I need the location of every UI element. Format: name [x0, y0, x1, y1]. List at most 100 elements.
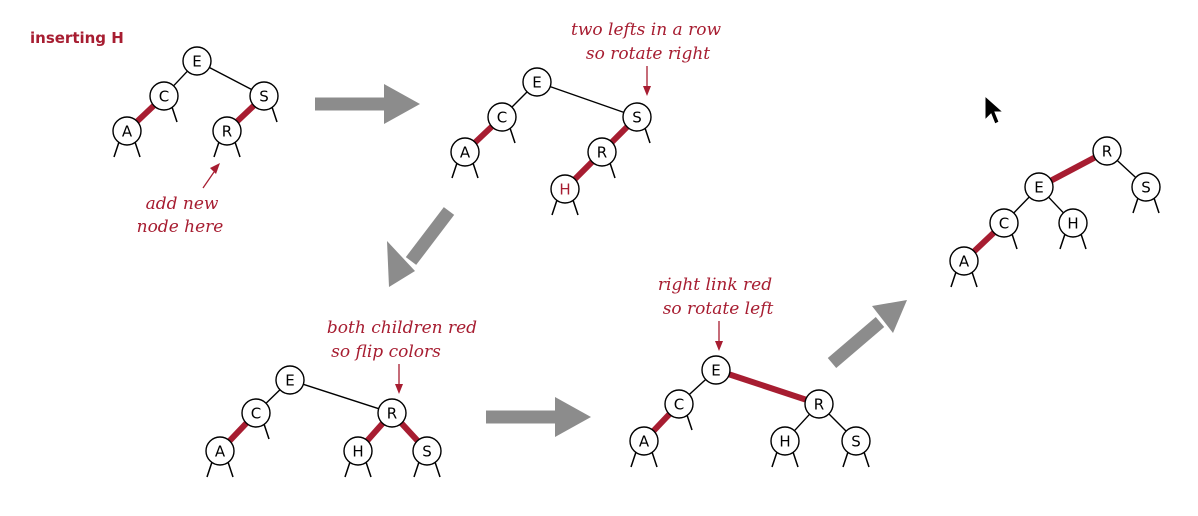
null-link-s-right [1153, 198, 1160, 214]
node-label: A [215, 443, 226, 461]
tree-node-e: E [701, 355, 731, 385]
tree-node-s: S [249, 81, 279, 111]
null-link-h-right [1080, 234, 1087, 250]
tree-node-c: C [664, 389, 694, 419]
null-link-s-left [413, 462, 420, 478]
link-e-c-black [265, 389, 281, 404]
node-label: A [639, 433, 650, 451]
node-circle [1024, 172, 1054, 202]
node-label: S [422, 443, 432, 461]
node-circle [629, 426, 659, 456]
link-r-h-black [793, 413, 811, 432]
flow-arrow-4-to-5 [827, 300, 907, 368]
tree-node-r: R [212, 116, 242, 146]
node-label: R [1102, 143, 1112, 161]
node-circle [212, 116, 242, 146]
null-link-r-right [234, 142, 241, 158]
link-e-h-black [1048, 196, 1064, 214]
node-label: S [632, 109, 642, 127]
node-circle [622, 102, 652, 132]
note-rotate-left-line-2: so rotate left [663, 299, 774, 319]
node-circle [701, 355, 731, 385]
node-circle [1058, 208, 1088, 238]
node-circle [804, 389, 834, 419]
null-link-a-right [651, 452, 658, 468]
null-link-a-right [971, 272, 978, 288]
null-link-a-left [451, 163, 458, 179]
node-label: H [779, 433, 790, 451]
null-link-h-left [1059, 234, 1066, 250]
tree-node-r: R [1092, 136, 1122, 166]
node-label: A [122, 123, 133, 141]
node-circle [249, 81, 279, 111]
tree-node-e: E [522, 67, 552, 97]
null-link-c-right [263, 424, 270, 440]
tree-node-s: S [412, 436, 442, 466]
note-rotate-left: right link red so rotate left [658, 275, 774, 351]
node-label: E [711, 362, 720, 380]
null-link-r-right [609, 163, 616, 179]
tree-node-a: A [949, 246, 979, 276]
node-circle [587, 137, 617, 167]
tree-node-s: S [841, 426, 871, 456]
node-circle [522, 67, 552, 97]
node-circle [412, 436, 442, 466]
null-link-s-right [863, 452, 870, 468]
node-label: E [532, 74, 541, 92]
flow-arrow-1-to-2 [315, 84, 420, 124]
null-link-a-right [472, 163, 479, 179]
link-e-s-black [549, 85, 625, 114]
tree-node-c: C [989, 208, 1019, 238]
null-link-h-right [792, 452, 799, 468]
node-circle [487, 102, 517, 132]
null-link-h-right [572, 200, 579, 216]
node-label: E [192, 53, 201, 71]
null-link-s-right [644, 128, 651, 144]
link-c-a-red [473, 124, 494, 145]
link-c-a-red [972, 230, 996, 254]
null-link-r-left [213, 142, 220, 158]
node-label: E [1034, 179, 1043, 197]
null-link-a-left [950, 272, 957, 288]
node-label: S [259, 88, 269, 106]
note-add-node: add new node here [137, 163, 223, 237]
tree-node-e: E [182, 46, 212, 76]
null-link-h-left [771, 452, 778, 468]
note-flip-colors: both children red so flip colors [327, 318, 477, 394]
tree-node-e: E [275, 365, 305, 395]
tree-node-c: C [149, 81, 179, 111]
link-s-r-red [235, 103, 256, 124]
tree-stage-1: EC S A R [112, 46, 279, 158]
null-link-c-right [509, 128, 516, 144]
tree-node-h: H [1058, 208, 1088, 238]
tree-node-a: A [112, 116, 142, 146]
null-link-a-right [134, 142, 141, 158]
tree-node-h: H [343, 436, 373, 466]
node-label: C [674, 396, 684, 414]
node-label: R [387, 405, 397, 423]
tree-node-h: H [770, 426, 800, 456]
node-label: R [222, 123, 232, 141]
link-c-a-red [651, 412, 672, 433]
node-circle [1092, 136, 1122, 166]
link-e-r-black [303, 383, 379, 410]
mouse-pointer-icon [984, 94, 1005, 125]
note-flip-colors-line-2: so flip colors [331, 342, 441, 362]
diagram-title: inserting H [30, 29, 124, 47]
null-link-s-right [434, 462, 441, 478]
node-circle [241, 398, 271, 428]
null-link-h-left [344, 462, 351, 478]
link-r-s-black [1116, 159, 1137, 179]
note-add-node-line-1: add new [146, 194, 219, 214]
link-e-r-red [728, 371, 807, 403]
node-label: S [851, 433, 861, 451]
null-link-s-left [842, 452, 849, 468]
node-circle [377, 398, 407, 428]
null-link-c-right [171, 107, 178, 123]
node-circle [841, 426, 871, 456]
node-circle [112, 116, 142, 146]
